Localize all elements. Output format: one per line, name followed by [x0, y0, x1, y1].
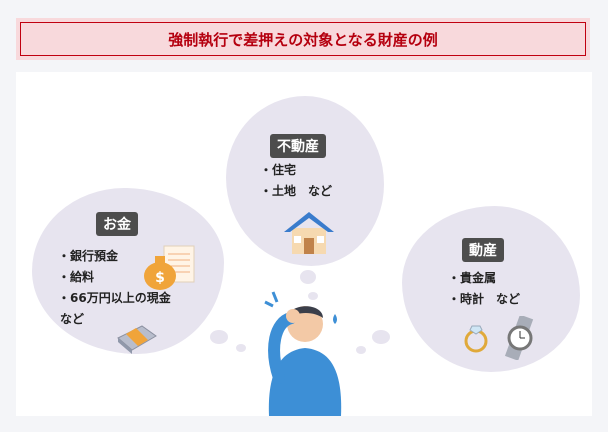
- money-bag-icon: $: [144, 245, 195, 290]
- list-item: ・貴金属: [448, 271, 497, 285]
- thought-bubble: [236, 344, 246, 352]
- list-item: ・66万円以上の現金: [58, 291, 171, 305]
- money-list: ・銀行預金・給料・66万円以上の現金など: [58, 246, 171, 330]
- title-box: 強制執行で差押えの対象となる財産の例: [16, 18, 590, 60]
- svg-text:$: $: [155, 270, 165, 286]
- ring-icon: [464, 325, 488, 353]
- realestate-label: 不動産: [270, 134, 326, 158]
- list-item: ・住宅: [260, 163, 297, 177]
- watch-icon: [504, 316, 534, 360]
- list-item: ・時計 など: [448, 292, 521, 306]
- thought-bubble: [210, 330, 228, 344]
- list-item: など: [60, 312, 85, 326]
- movables-list: ・貴金属・時計 など: [448, 268, 520, 310]
- movables-cloud: [402, 206, 580, 372]
- cash-bundle-icon: [117, 325, 157, 354]
- page-title: 強制執行で差押えの対象となる財産の例: [20, 22, 586, 56]
- list-item: ・銀行預金: [58, 249, 119, 263]
- worried-person-illustration: [264, 291, 342, 416]
- thought-bubble: [372, 330, 390, 344]
- list-item: ・給料: [58, 270, 95, 284]
- thought-bubble: [356, 346, 366, 354]
- house-icon: [284, 212, 334, 254]
- movables-label: 動産: [462, 238, 504, 262]
- list-item: ・土地 など: [260, 184, 333, 198]
- realestate-list: ・住宅・土地 など: [260, 160, 332, 202]
- money-label: お金: [96, 212, 138, 236]
- thought-bubble: [308, 292, 318, 300]
- thought-bubble: [300, 270, 316, 284]
